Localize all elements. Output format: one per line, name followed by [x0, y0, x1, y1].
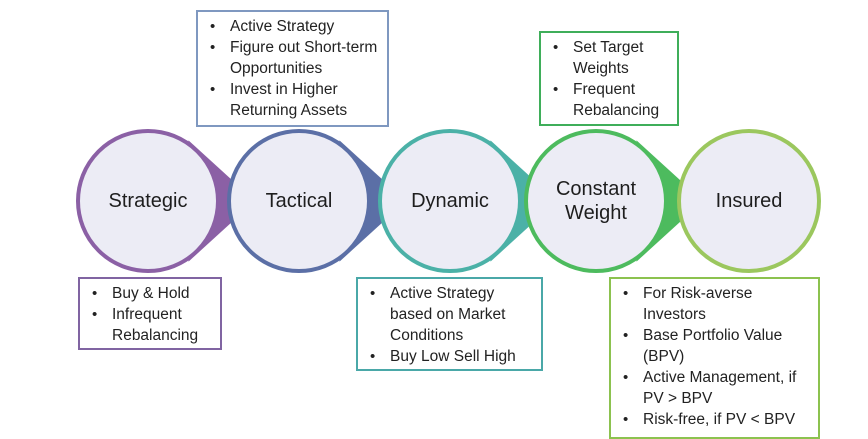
stage-dynamic: [378, 129, 557, 273]
list-item: Buy & Hold: [86, 283, 212, 304]
list-item: Invest in Higher Returning Assets: [204, 79, 379, 121]
stage-tactical-circle: [227, 129, 371, 273]
stage-tactical: [227, 129, 406, 273]
list-item: Set Target Weights: [547, 37, 669, 79]
strategic-notes-list: Buy & Hold Infrequent Rebalancing: [86, 283, 212, 346]
stage-insured: [677, 129, 821, 273]
stage-dynamic-label-line: Dynamic: [411, 190, 489, 212]
stage-tactical-label-line: Tactical: [265, 190, 333, 212]
list-item: For Risk-averse Investors: [617, 283, 810, 325]
list-item: Figure out Short-term Opportunities: [204, 37, 379, 79]
stage-constant-weight-circle: [524, 129, 668, 273]
list-item: Buy Low Sell High: [364, 346, 533, 367]
stage-insured-label: Insured: [679, 189, 819, 213]
stage-constant-weight-label: Constant Weight: [526, 177, 666, 225]
stage-strategic-label-line: Strategic: [108, 190, 188, 212]
tactical-notes-box: Active Strategy Figure out Short-term Op…: [196, 10, 389, 127]
insured-notes-list: For Risk-averse Investors Base Portfolio…: [617, 283, 810, 430]
stage-strategic: [76, 129, 255, 273]
list-item: Infrequent Rebalancing: [86, 304, 212, 346]
stage-insured-circle: [677, 129, 821, 273]
stage-insured-label-line: Insured: [715, 190, 783, 212]
stage-dynamic-circle: [378, 129, 522, 273]
stage-dynamic-label: Dynamic: [380, 189, 520, 213]
stage-tactical-label: Tactical: [229, 189, 369, 213]
list-item: Active Strategy: [204, 16, 379, 37]
insured-notes-box: For Risk-averse Investors Base Portfolio…: [609, 277, 820, 439]
stage-strategic-circle: [76, 129, 220, 273]
list-item: Base Portfolio Value (BPV): [617, 325, 810, 367]
stage-constant-weight-label-line-1: Constant: [555, 178, 637, 200]
list-item: Frequent Rebalancing: [547, 79, 669, 121]
strategic-notes-box: Buy & Hold Infrequent Rebalancing: [78, 277, 222, 350]
dynamic-notes-box: Active Strategy based on Market Conditio…: [356, 277, 543, 371]
list-item: Active Management, if PV > BPV: [617, 367, 810, 409]
list-item: Active Strategy based on Market Conditio…: [364, 283, 533, 346]
dynamic-notes-list: Active Strategy based on Market Conditio…: [364, 283, 533, 367]
list-item: Risk-free, if PV < BPV: [617, 409, 810, 430]
tactical-notes-list: Active Strategy Figure out Short-term Op…: [204, 16, 379, 121]
stage-constant-weight-label-line-2: Weight: [565, 202, 627, 224]
constant-weight-notes-box: Set Target Weights Frequent Rebalancing: [539, 31, 679, 126]
stage-strategic-label: Strategic: [78, 189, 218, 213]
constant-weight-notes-list: Set Target Weights Frequent Rebalancing: [547, 37, 669, 121]
stage-constant-weight: [524, 129, 703, 273]
